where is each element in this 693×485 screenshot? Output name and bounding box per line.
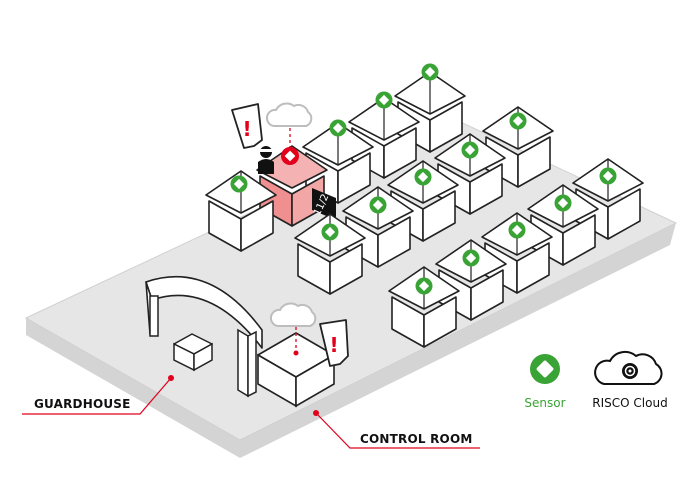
cloud-icon-control: [269, 302, 317, 350]
legend-cloud-icon: [594, 351, 663, 385]
intruder-icon: [258, 146, 274, 174]
sensor-icon: [599, 167, 617, 185]
alarm-building: [256, 145, 328, 227]
sensor-icon: [509, 112, 527, 130]
sensor-icon: [421, 63, 439, 81]
sensor-icon: [414, 168, 432, 186]
sensor-icon: [415, 277, 433, 295]
alert-mark: !: [329, 333, 338, 357]
alarm-tag: 11/2: [312, 188, 336, 220]
sensor-icon: [369, 196, 387, 214]
sensor-icon: [321, 223, 339, 241]
sensor-icon: [329, 119, 347, 137]
legend: Sensor RISCO Cloud: [524, 351, 668, 410]
control-room-building: [257, 332, 335, 408]
guardhouse-building: [145, 275, 263, 398]
guardhouse-label: GUARDHOUSE: [34, 397, 131, 411]
sensor-icon: [554, 194, 572, 212]
cloud-icon-alarm: [265, 102, 313, 150]
legend-sensor-label: Sensor: [524, 396, 565, 410]
alert-flag-icon-control: !: [319, 319, 349, 367]
alert-flag-icon: !: [231, 103, 263, 149]
control-room-callout: CONTROL ROOM: [313, 410, 480, 449]
control-room-label: CONTROL ROOM: [360, 432, 473, 446]
legend-cloud-label: RISCO Cloud: [592, 396, 667, 410]
sensor-icon: [508, 221, 526, 239]
sensor-icon: [462, 249, 480, 267]
guardhouse-callout: GUARDHOUSE: [22, 375, 174, 415]
legend-sensor-icon: [530, 354, 560, 384]
sensor-icon: [230, 175, 248, 193]
sensor-icon: [461, 141, 479, 159]
alarm-sensor-icon: [281, 147, 299, 165]
sensor-icon: [375, 91, 393, 109]
alert-mark: !: [242, 117, 251, 141]
